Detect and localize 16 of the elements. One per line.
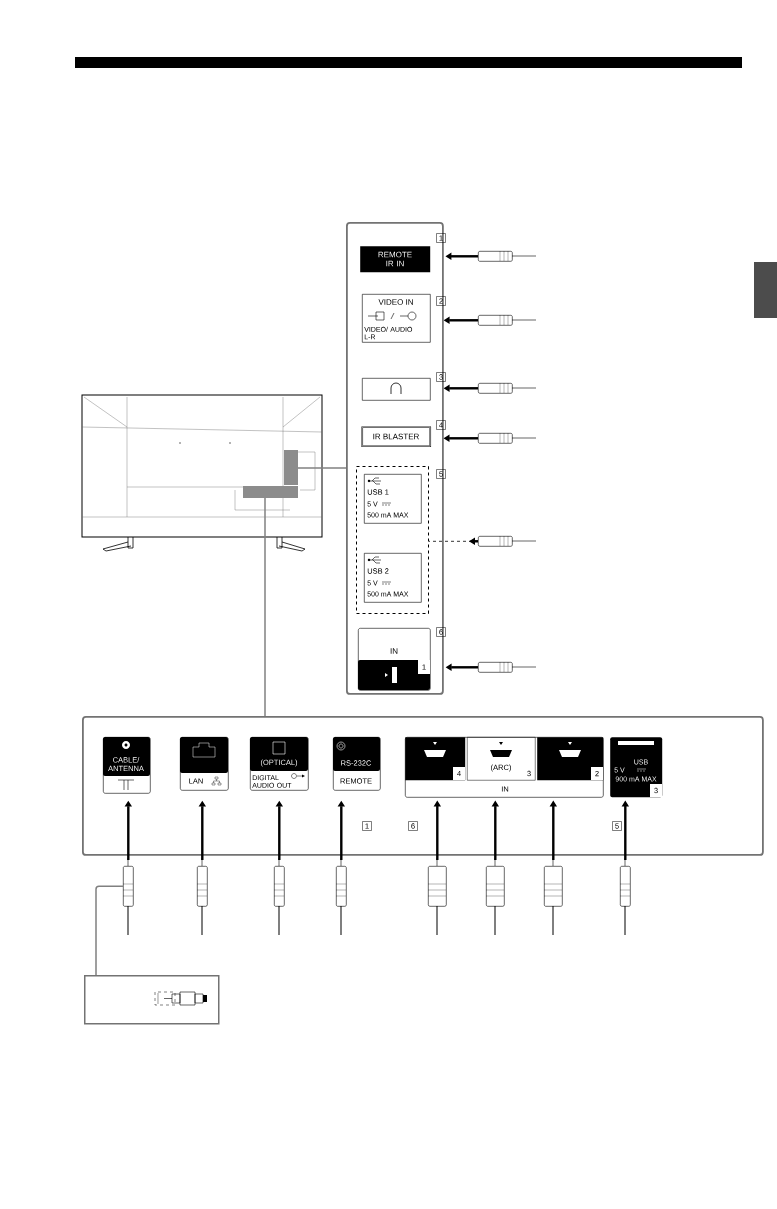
port-group-frame [356,466,429,614]
plug-drawing [122,857,134,936]
plug-drawing [196,857,208,936]
plug-drawing [543,857,563,936]
plug-drawing [335,857,347,936]
port-label: IR BLASTER [361,426,432,448]
plug-drawing [273,857,285,936]
tv-drawing [81,394,323,552]
port-panel [346,222,444,695]
port-label: REMOTE IR IN [360,246,431,273]
plug-drawing [427,857,447,936]
port-label [362,378,431,401]
detail-inset [84,975,220,1025]
plug-drawing [485,857,505,936]
port-panel [82,716,764,856]
plug-drawing [619,857,631,936]
